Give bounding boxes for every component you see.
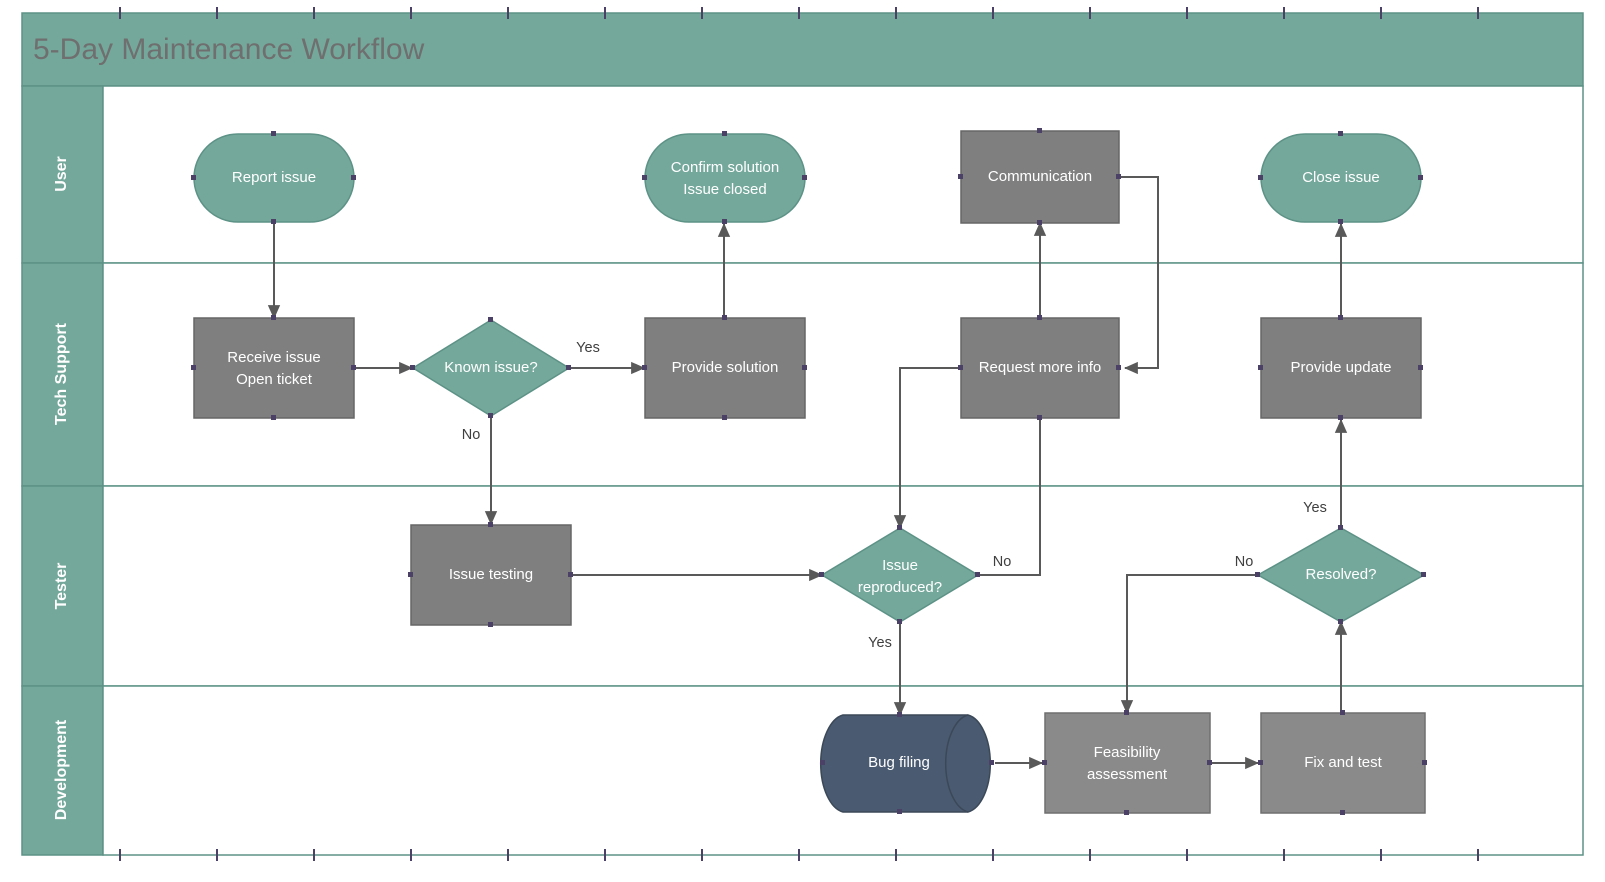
node-handles-fix-and-test (1258, 710, 1427, 815)
selection-ticks (119, 7, 1479, 861)
edge-labels: Yes No No Yes No Yes (462, 340, 1327, 651)
node-handles-report-issue (191, 131, 356, 224)
node-confirm-solution[interactable]: Confirm solution Issue closed (642, 131, 807, 224)
page-title: 5-Day Maintenance Workflow (33, 33, 425, 66)
connector-request-info-to-reproduced (893, 367, 962, 530)
node-receive-issue[interactable]: Receive issue Open ticket (191, 315, 356, 420)
node-communication[interactable]: Communication (958, 128, 1121, 225)
edge-label-known-issue-yes: Yes (576, 340, 600, 356)
node-handles-bug-filing (820, 712, 994, 814)
node-handles-feasibility-assessment (1042, 710, 1212, 815)
edge-label-reproduced-no: No (993, 554, 1012, 570)
node-handles-close-issue (1258, 131, 1423, 224)
node-handles-receive-issue (191, 315, 356, 420)
node-request-more-info[interactable]: Request more info (958, 315, 1121, 420)
node-handles-provide-update (1258, 315, 1423, 420)
connectors (267, 176, 1348, 770)
node-close-issue[interactable]: Close issue (1258, 131, 1423, 224)
node-handles-request-more-info (958, 315, 1121, 420)
connector-communication-to-request-info (1119, 176, 1159, 375)
lane-header-development (21, 685, 104, 856)
lane-label-tester: Tester (53, 563, 70, 610)
lane-label-development: Development (53, 719, 70, 820)
node-handles-issue-reproduced (819, 525, 980, 624)
connector-resolved-no-to-feasibility (1120, 574, 1264, 715)
lane-header-tester (21, 485, 104, 687)
edge-label-resolved-yes: Yes (1303, 500, 1327, 516)
lane-header-user (21, 85, 104, 264)
node-handles-issue-testing (408, 522, 573, 627)
node-handles-resolved (1255, 525, 1426, 624)
edge-label-known-issue-no: No (462, 427, 481, 443)
node-provide-solution[interactable]: Provide solution (642, 315, 807, 420)
node-fix-and-test[interactable]: Fix and test (1258, 710, 1427, 815)
edge-label-resolved-no: No (1235, 554, 1254, 570)
lane-label-tech-support: Tech Support (53, 322, 70, 425)
node-report-issue[interactable]: Report issue (191, 131, 356, 224)
node-handles-known-issue (410, 317, 571, 418)
diagram-title-bar (21, 12, 1584, 87)
node-issue-testing[interactable]: Issue testing (408, 522, 573, 627)
node-handles-provide-solution (642, 315, 807, 420)
lane-label-user: User (53, 156, 70, 192)
node-provide-update[interactable]: Provide update (1258, 315, 1423, 420)
node-feasibility-assessment[interactable]: Feasibility assessment (1042, 710, 1212, 815)
lane-header-tech-support (21, 262, 104, 487)
edge-label-reproduced-yes: Yes (868, 635, 892, 651)
node-handles-communication (958, 128, 1121, 225)
node-bug-filing[interactable]: Bug filing (819, 712, 994, 814)
node-handles-confirm-solution (642, 131, 807, 224)
